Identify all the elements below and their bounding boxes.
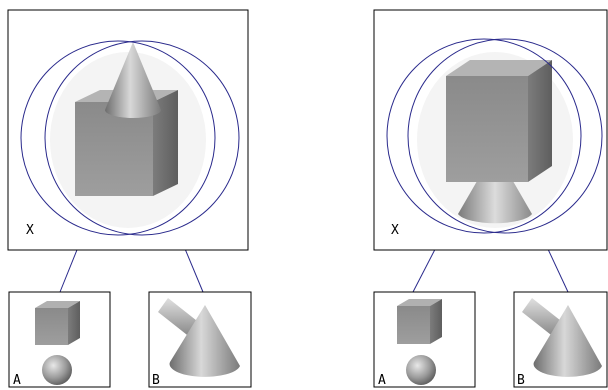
main-label: X (26, 223, 34, 238)
child-label-a: A (13, 373, 21, 388)
circle-outline-a (386, 38, 582, 234)
circle-outline-b (44, 40, 240, 236)
small-cone-shape (169, 305, 240, 377)
child-label-b: B (152, 373, 160, 388)
main-label: X (391, 223, 399, 238)
child-box-a: A (373, 291, 476, 388)
sphere-shape (42, 355, 72, 385)
cone-shape (105, 42, 161, 118)
cone-shape (458, 150, 532, 224)
sphere-shape (406, 355, 436, 385)
small-cube-shape (35, 301, 80, 345)
child-box-b: B (513, 291, 608, 388)
right-panel: X A B (373, 9, 608, 388)
child-box-a: A (8, 291, 111, 388)
child-label-b: B (517, 373, 525, 388)
circle-outline-a (20, 40, 216, 236)
child-box-b: B (148, 291, 252, 388)
cube-shape (446, 60, 552, 182)
cube-shape (75, 90, 178, 196)
child-label-a: A (378, 373, 386, 388)
circle-outline-b (407, 38, 603, 234)
small-cone-shape (533, 305, 602, 377)
left-panel: X A B (7, 9, 252, 388)
small-cube-shape (397, 299, 442, 344)
